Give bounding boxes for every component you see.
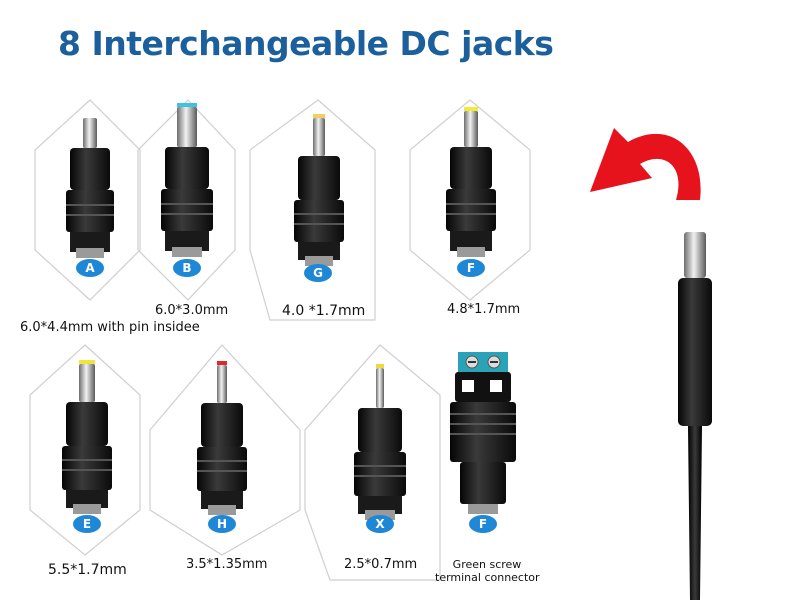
svg-text:F: F xyxy=(467,261,475,275)
caption-jack-h: 3.5*1.35mm xyxy=(186,557,268,572)
jack-f-plug xyxy=(446,107,496,257)
badge-f: F xyxy=(457,259,485,277)
terminal-connector-plug xyxy=(450,352,516,514)
dc-barrel-plug-cable-icon xyxy=(678,232,712,600)
svg-text:A: A xyxy=(85,261,95,275)
caption-terminal-line-1: Green screw xyxy=(452,558,522,571)
caption-jack-x: 2.5*0.7mm xyxy=(344,557,418,572)
svg-text:F: F xyxy=(479,517,487,531)
svg-text:G: G xyxy=(313,266,323,280)
svg-text:X: X xyxy=(375,517,385,531)
caption-terminal-line-2: terminal connector xyxy=(435,571,540,584)
badge-g: G xyxy=(304,264,332,282)
caption-jack-b: 6.0*3.0mm xyxy=(155,303,229,318)
svg-text:E: E xyxy=(83,517,91,531)
svg-text:B: B xyxy=(182,261,191,275)
page-title: 8 Interchangeable DC jacks xyxy=(58,24,554,63)
jack-e-plug xyxy=(62,360,112,514)
caption-terminal-connector: Green screw terminal connector xyxy=(435,558,540,584)
badge-h: H xyxy=(208,515,236,533)
jack-h-plug xyxy=(197,361,247,515)
badge-x: X xyxy=(366,515,394,533)
badge-b: B xyxy=(173,259,201,277)
caption-jack-a: 6.0*4.4mm with pin insidee xyxy=(20,320,200,335)
badge-e: E xyxy=(73,515,101,533)
caption-jack-f: 4.8*1.7mm xyxy=(447,302,521,317)
badge-f-terminal: F xyxy=(469,515,497,533)
svg-text:H: H xyxy=(217,517,227,531)
jack-g-plug xyxy=(294,114,344,266)
caption-jack-g: 4.0 *1.7mm xyxy=(282,303,366,319)
badge-a: A xyxy=(76,259,104,277)
frame-outlines xyxy=(29,99,531,581)
jack-a-plug xyxy=(66,118,114,258)
caption-jack-e: 5.5*1.7mm xyxy=(48,562,127,578)
jack-x-plug xyxy=(354,364,406,520)
jack-b-plug xyxy=(161,103,213,257)
red-curved-arrow-icon xyxy=(590,128,701,200)
